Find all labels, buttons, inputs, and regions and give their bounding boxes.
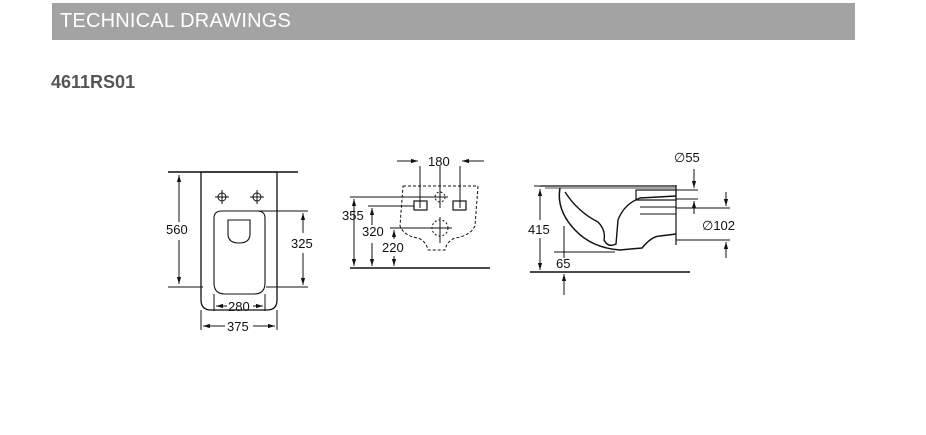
dim-depth: 560 bbox=[166, 222, 188, 237]
dim-inner-width: 280 bbox=[228, 299, 250, 314]
dim-seat-height: 415 bbox=[528, 222, 550, 237]
dim-inlet-diameter: ∅55 bbox=[674, 150, 700, 165]
section-header: TECHNICAL DRAWINGS bbox=[52, 3, 855, 40]
dim-width: 375 bbox=[227, 319, 249, 334]
section-title: TECHNICAL DRAWINGS bbox=[60, 10, 292, 32]
dim-height-355: 355 bbox=[342, 208, 364, 223]
dim-outlet-diameter: ∅102 bbox=[702, 218, 735, 233]
side-view bbox=[530, 169, 730, 295]
dim-offset: 65 bbox=[556, 256, 570, 271]
bolt-hole-left bbox=[215, 190, 229, 204]
product-code: 4611RS01 bbox=[51, 72, 136, 92]
dim-bolt-spacing: 180 bbox=[428, 154, 450, 169]
top-view bbox=[168, 171, 308, 330]
bolt-hole-right bbox=[250, 190, 264, 204]
dim-height-320: 320 bbox=[362, 224, 384, 239]
dim-outlet-height: 325 bbox=[291, 236, 313, 251]
dim-height-220: 220 bbox=[382, 240, 404, 255]
front-view bbox=[350, 158, 490, 269]
